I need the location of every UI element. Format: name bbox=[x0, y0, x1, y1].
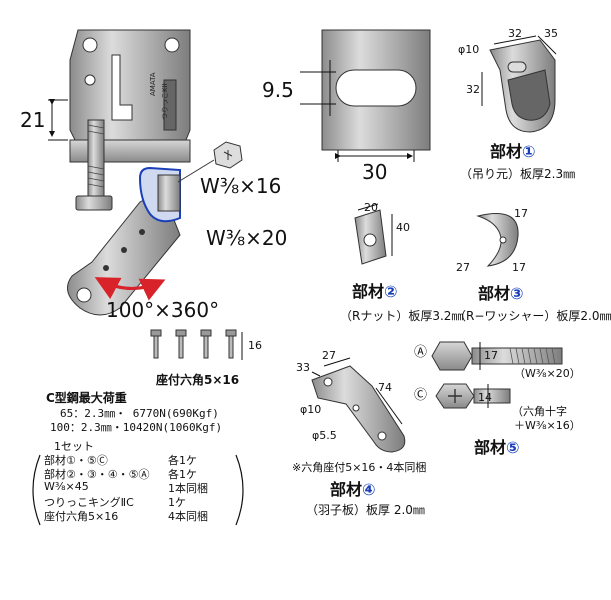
bolt-lower-label: W⅜×20 bbox=[206, 226, 288, 250]
part1-title: 部材① bbox=[490, 142, 536, 161]
part1-dim-35: 35 bbox=[544, 27, 558, 40]
max-load-title: C型鋼最大荷重 bbox=[46, 391, 127, 405]
set-item-qty-5: 4本同梱 bbox=[168, 510, 208, 523]
part4-subtitle: （羽子板）板厚 2.0㎜ bbox=[306, 503, 425, 517]
dim-9-5-label: 9.5 bbox=[262, 78, 294, 102]
part2-dim-20: 20 bbox=[364, 201, 378, 214]
part5-a-mark: Ⓐ bbox=[414, 345, 428, 360]
part2-drawing bbox=[354, 203, 393, 265]
screws-label: 座付六角5×16 bbox=[156, 373, 240, 387]
part3-title: 部材③ bbox=[478, 284, 524, 303]
set-item-qty-2: 各1ケ bbox=[168, 468, 197, 481]
slot-detail-drawing bbox=[300, 29, 431, 162]
part4-dim-33: 33 bbox=[296, 361, 310, 374]
part3-subtitle: （R−ワッシャー）板厚2.0㎜ bbox=[454, 309, 611, 323]
screws-drawing bbox=[150, 329, 243, 360]
part1-subtitle: （吊り元）板厚2.3㎜ bbox=[460, 167, 576, 181]
part5-a-desc: （W⅜×20） bbox=[514, 367, 581, 380]
dim-21-label: 21 bbox=[20, 108, 46, 132]
part1-drawing bbox=[481, 35, 557, 133]
part1-dim-32-side: 32 bbox=[466, 83, 480, 96]
part5-drawing bbox=[431, 341, 563, 409]
part5-title: 部材⑤ bbox=[474, 438, 520, 457]
set-list-brackets bbox=[32, 454, 244, 526]
part2-title: 部材② bbox=[352, 282, 398, 301]
brand-mark: AMATA bbox=[149, 72, 157, 96]
main-assembly-drawing bbox=[48, 29, 243, 316]
set-item-qty-1: 各1ケ bbox=[168, 454, 197, 467]
part5-c-mark: Ⓒ bbox=[414, 388, 428, 403]
set-item-name-2: 部材②・③・④・⑤Ⓐ bbox=[44, 468, 150, 481]
set-item-qty-4: 1ケ bbox=[168, 496, 186, 509]
part3-dim-17-top: 17 bbox=[514, 207, 528, 220]
part2-dim-40: 40 bbox=[396, 221, 410, 234]
part1-dim-phi10: φ10 bbox=[458, 43, 480, 56]
part4-dim-74: 74 bbox=[378, 381, 392, 394]
set-item-name-3: W⅜×45 bbox=[44, 480, 89, 493]
part3-dim-27: 27 bbox=[456, 261, 470, 274]
set-item-name-1: 部材①・⑤Ⓒ bbox=[44, 454, 108, 467]
part4-note: ※六角座付5×16・4本同梱 bbox=[292, 461, 427, 474]
part4-dim-27: 27 bbox=[322, 349, 336, 362]
part5-c-desc-2: ＋W⅜×16） bbox=[514, 419, 581, 432]
part5-c-desc-1: （六角十字 bbox=[512, 405, 567, 418]
set-item-name-5: 座付六角5×16 bbox=[44, 510, 119, 523]
part4-dim-phi5-5: φ5.5 bbox=[312, 429, 337, 442]
max-load-row-65: 65：2.3㎜・ 6770N(690Kgf) bbox=[60, 407, 219, 420]
rotation-label: 100°×360° bbox=[106, 298, 220, 322]
part1-dim-32-top: 32 bbox=[508, 27, 522, 40]
part3-drawing bbox=[476, 213, 519, 267]
set-item-qty-3: 1本同梱 bbox=[168, 482, 208, 495]
part5-a-dim-17: 17 bbox=[484, 349, 498, 362]
max-load-row-100: 100：2.3㎜・10420N(1060Kgf) bbox=[50, 421, 223, 434]
screw-dim-16: 16 bbox=[248, 339, 262, 352]
part4-dim-phi10: φ10 bbox=[300, 403, 322, 416]
part3-dim-17-bottom: 17 bbox=[512, 261, 526, 274]
part2-subtitle: （Rナット）板厚3.2㎜ bbox=[340, 309, 464, 323]
set-list-title: 1セット bbox=[54, 440, 94, 453]
set-item-name-4: つりっこキングⅡC bbox=[44, 496, 134, 509]
bolt-upper-label: W⅜×16 bbox=[200, 174, 282, 198]
part4-title: 部材④ bbox=[330, 480, 376, 499]
part5-c-dim-14: 14 bbox=[478, 391, 492, 404]
dim-30-label: 30 bbox=[362, 160, 388, 184]
product-mark: つりっこKII bbox=[161, 83, 169, 120]
part4-drawing bbox=[311, 357, 406, 453]
